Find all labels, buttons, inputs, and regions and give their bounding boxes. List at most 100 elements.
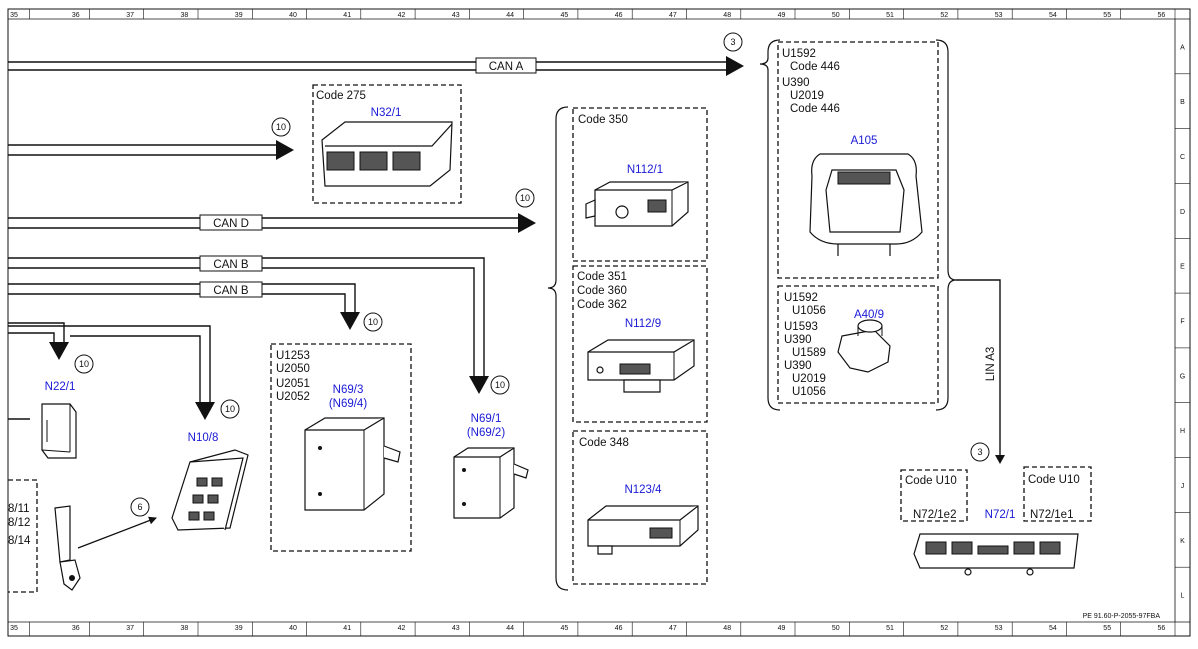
n69-1-name: N69/1 [471, 413, 502, 425]
a105-name: A105 [851, 135, 878, 147]
partial-label: 8/14 [8, 535, 31, 547]
bracket-middle [547, 106, 569, 591]
column-number: 54 [1049, 625, 1057, 632]
column-number: 48 [723, 12, 731, 19]
a105-code: Code 446 [790, 103, 840, 115]
n112-9-group: Code 351 Code 360 Code 362 N112/9 [572, 265, 708, 423]
column-number: 36 [72, 625, 80, 632]
a105-code: U2019 [790, 90, 824, 102]
left-partial-group: 8/11 8/12 8/14 [8, 479, 157, 593]
column-number: 43 [452, 625, 460, 632]
column-number: 56 [1158, 625, 1166, 632]
column-number: 51 [886, 12, 894, 19]
column-number: 55 [1103, 12, 1111, 19]
n112-9-code: Code 360 [577, 285, 627, 297]
svg-text:10: 10 [225, 404, 235, 414]
n32-1-group: Code 275 N32/1 [312, 84, 462, 204]
n10-8-group: N10/8 [171, 432, 249, 531]
a40-9-code: U1056 [792, 305, 826, 317]
column-number: 47 [669, 625, 677, 632]
column-number: 46 [615, 625, 623, 632]
column-number: 54 [1049, 12, 1057, 19]
column-number: 46 [615, 12, 623, 19]
a40-9-code: U1589 [792, 347, 826, 359]
row-letter: H [1180, 428, 1185, 435]
n69-1-module-icon [453, 447, 529, 519]
n69-3-module-icon [304, 417, 401, 511]
column-number: 53 [995, 12, 1003, 19]
column-number: 52 [940, 12, 948, 19]
n10-8-name: N10/8 [188, 432, 219, 444]
column-number: 47 [669, 12, 677, 19]
svg-text:3: 3 [977, 447, 982, 457]
column-number: 41 [343, 12, 351, 19]
can-b-upper-bus: CAN B [8, 255, 489, 394]
n72-1-control-panel-icon [913, 533, 1079, 576]
column-number: 38 [181, 12, 189, 19]
n32-1-code: Code 275 [316, 90, 366, 102]
column-number: 56 [1158, 12, 1166, 19]
bracket-right-left [759, 39, 781, 411]
a40-9-name: A40/9 [854, 309, 884, 321]
column-number: 44 [506, 625, 514, 632]
n112-1-code: Code 350 [578, 114, 628, 126]
a40-9-code: U390 [784, 334, 812, 346]
column-number: 39 [235, 625, 243, 632]
can-b-upper-label: CAN B [213, 259, 248, 271]
svg-text:3: 3 [730, 37, 735, 47]
row-letter: A [1180, 44, 1185, 51]
a105-group: U1592 Code 446 U390 U2019 Code 446 A105 [777, 41, 939, 279]
row-letter: F [1180, 319, 1184, 326]
circle-ref: 3 [723, 32, 743, 52]
connector-plug-icon [54, 505, 81, 591]
circle-ref: 3 [970, 442, 990, 462]
column-number: 38 [181, 625, 189, 632]
column-number: 55 [1103, 625, 1111, 632]
n72-1-name: N72/1 [985, 509, 1016, 521]
n10-8-module-icon [171, 449, 249, 531]
n22-n10-feeds [8, 322, 215, 420]
lin-a3-bus: LIN A3 [956, 279, 1005, 464]
svg-text:10: 10 [520, 193, 530, 203]
column-number: 40 [289, 625, 297, 632]
n22-1-group: N22/1 [41, 381, 77, 459]
n22-1-module-icon [41, 403, 77, 459]
n69-1-alt: (N69/2) [467, 427, 506, 439]
n72-1-right-name: N72/1e1 [1030, 509, 1073, 521]
n69-3-code: U2051 [276, 378, 310, 390]
row-letter: G [1180, 373, 1185, 380]
n69-3-group: U1253 U2050 U2051 U2052 N69/3 (N69/4) [270, 343, 412, 552]
a40-9-code: U1056 [792, 386, 826, 398]
n32-1-module-icon [321, 121, 453, 187]
column-number: 45 [561, 12, 569, 19]
can-b-lower-bus: CAN B [8, 281, 360, 330]
column-number: 42 [398, 12, 406, 19]
n112-1-module-icon [585, 181, 689, 227]
a40-9-code: U2019 [792, 373, 826, 385]
a105-code: U1592 [782, 48, 816, 60]
n69-3-code: U2052 [276, 391, 310, 403]
row-letter: L [1181, 593, 1185, 600]
n112-1-name: N112/1 [627, 164, 663, 176]
n69-1-group: N69/1 (N69/2) [453, 413, 529, 519]
svg-text:10: 10 [79, 359, 89, 369]
n32-1-name: N32/1 [371, 107, 402, 119]
row-letter: D [1180, 209, 1185, 216]
row-letter: J [1181, 483, 1185, 490]
can-d-label: CAN D [213, 218, 249, 230]
n69-3-code: U2050 [276, 363, 310, 375]
n112-1-group: Code 350 N112/1 [572, 107, 708, 262]
row-letter: E [1180, 264, 1185, 271]
column-number: 39 [235, 12, 243, 19]
n72-1-left-name: N72/1e2 [913, 509, 956, 521]
row-letter: B [1180, 99, 1185, 106]
n123-4-name: N123/4 [624, 484, 662, 496]
svg-text:10: 10 [276, 122, 286, 132]
column-number: 49 [778, 625, 786, 632]
a105-code: Code 446 [790, 61, 840, 73]
column-number: 35 [10, 12, 18, 19]
